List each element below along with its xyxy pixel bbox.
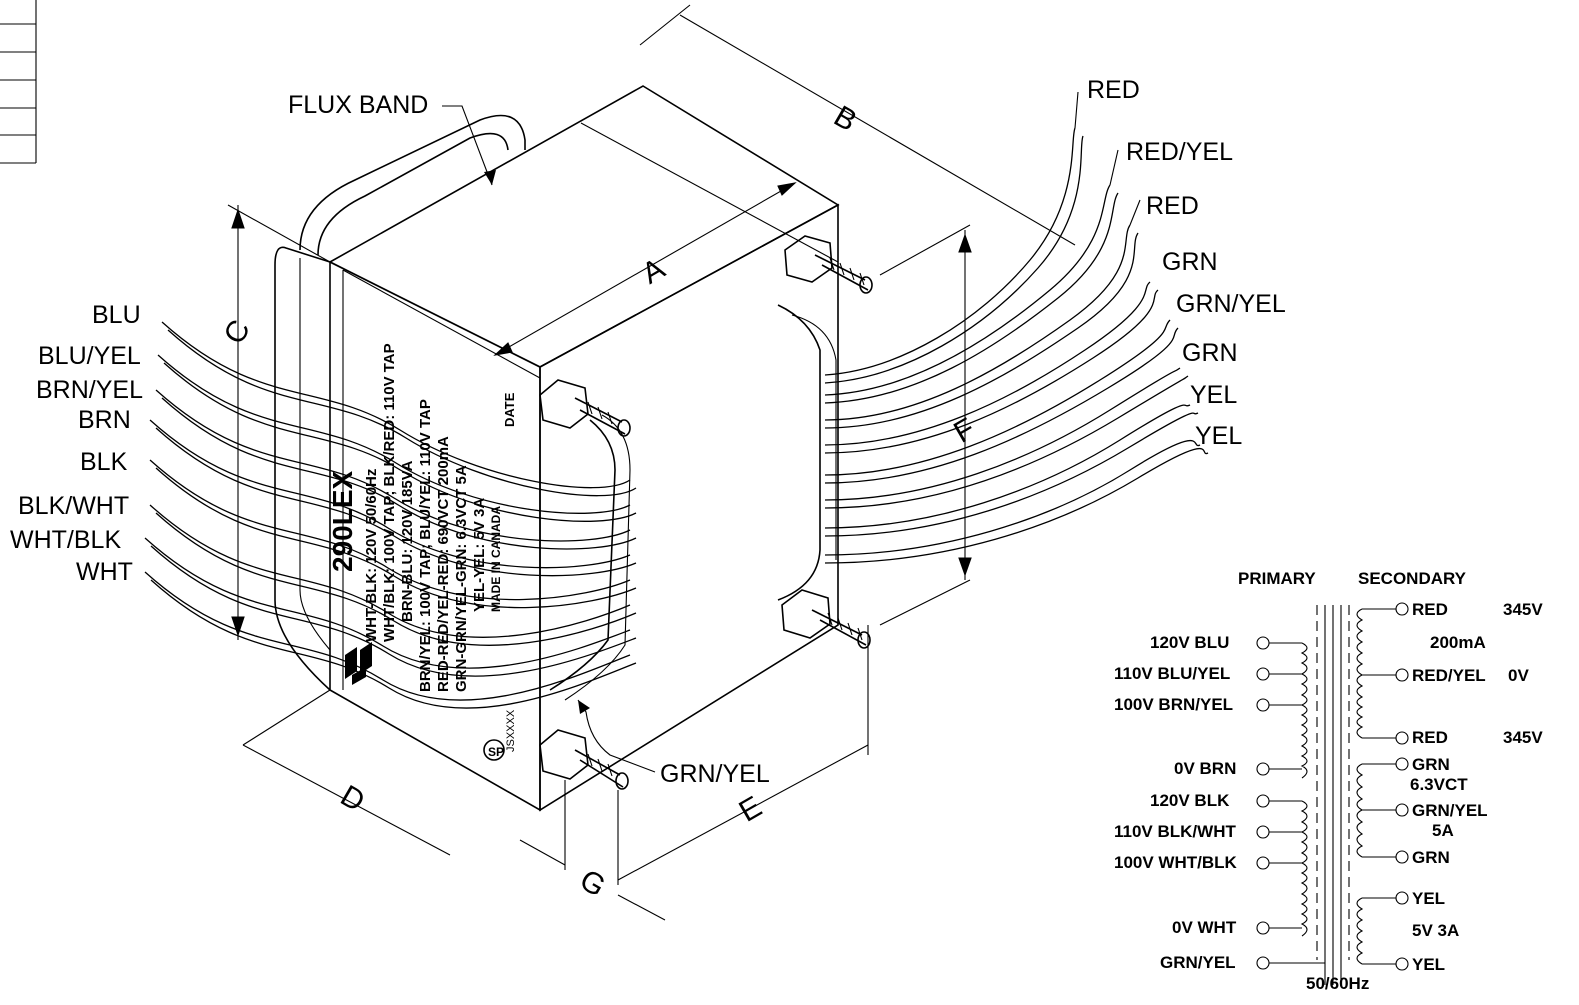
- secondary-tap-8: YEL: [1412, 955, 1445, 974]
- secondary-tap-1: RED: [1412, 600, 1448, 619]
- dim-b: B: [828, 100, 862, 139]
- wire-label-grn-2: GRN: [1182, 339, 1238, 367]
- stud-bottom-front: [539, 729, 629, 790]
- nameplate-date: DATE: [502, 392, 517, 427]
- nameplate-line-7: YEL-YEL: 5V 3A: [471, 498, 488, 612]
- secondary-tap-6: GRN: [1412, 848, 1450, 867]
- nameplate-line-4: BRN/YEL: 100V TAP; BLU/YEL: 110V TAP: [417, 399, 434, 692]
- rating-fil1-current: 5A: [1432, 821, 1454, 840]
- nameplate: 290LEX WHT-BLK: 120V 50/60Hz WHT/BLK: 10…: [327, 343, 517, 692]
- transformer-body: [274, 85, 840, 812]
- flux-band-label: FLUX BAND: [288, 91, 428, 119]
- secondary-tap-2: RED/YEL: [1412, 666, 1486, 685]
- primary-tap-6: 110V BLK/WHT: [1114, 822, 1236, 841]
- flux-band: [299, 114, 526, 251]
- nameplate-line-2: WHT/BLK: 100V TAP; BLK/RED: 110V TAP: [381, 343, 398, 642]
- rating-hv-center: 0V: [1508, 666, 1529, 685]
- schematic-frequency: 50/60Hz: [1306, 974, 1369, 993]
- schematic: PRIMARY SECONDARY 50/60Hz 120V BLU 110V …: [1114, 569, 1543, 993]
- secondary-tap-7: YEL: [1412, 889, 1445, 908]
- rating-fil2: 5V 3A: [1412, 921, 1459, 940]
- title-block-fragment: [0, 0, 37, 164]
- wire-label-red-2: RED: [1146, 192, 1199, 220]
- dim-g: G: [574, 863, 611, 903]
- nameplate-line-8: MADE IN CANADA: [489, 506, 503, 612]
- primary-leads: [144, 321, 637, 709]
- svg-text:SP: SP: [488, 745, 504, 759]
- primary-wire-labels: BLU BLU/YEL BRN/YEL BRN BLK BLK/WHT WHT/…: [10, 301, 143, 586]
- primary-tap-7: 100V WHT/BLK: [1114, 853, 1238, 872]
- secondary-leads: [824, 127, 1209, 564]
- stud-top-front: [539, 379, 631, 437]
- wire-label-yel-2: YEL: [1195, 422, 1242, 450]
- rating-hv-top: 345V: [1503, 600, 1543, 619]
- primary-tap-1: 120V BLU: [1150, 633, 1229, 652]
- primary-tap-2: 110V BLU/YEL: [1114, 664, 1230, 683]
- core-top-face: [328, 85, 840, 368]
- stud-top-right: [784, 235, 873, 294]
- dim-c: C: [218, 314, 257, 349]
- nameplate-line-1: WHT-BLK: 120V 50/60Hz: [363, 469, 380, 642]
- schematic-primary-header: PRIMARY: [1238, 569, 1316, 588]
- rating-fil1-voltage: 6.3VCT: [1410, 775, 1468, 794]
- end-bell: [274, 246, 331, 691]
- wire-label-red-yel: RED/YEL: [1126, 138, 1233, 166]
- stud-bottom-right: [781, 589, 871, 649]
- primary-tap-8: 0V WHT: [1172, 918, 1237, 937]
- nameplate-line-5: RED-RED/YEL-RED: 690VCT 200mA: [435, 436, 452, 692]
- rating-hv-bottom: 345V: [1503, 728, 1543, 747]
- primary-tap-4: 0V BRN: [1174, 759, 1236, 778]
- wire-label-brn: BRN: [78, 406, 131, 434]
- core-right-face: [539, 203, 839, 812]
- wire-label-wht-blk: WHT/BLK: [10, 526, 121, 554]
- schematic-secondary-header: SECONDARY: [1358, 569, 1467, 588]
- wire-label-grn-yel: GRN/YEL: [1176, 290, 1286, 318]
- dim-d: D: [335, 779, 370, 818]
- certification-mark: SP JSXXXX: [483, 709, 517, 761]
- nameplate-product: 290LEX: [327, 471, 358, 572]
- secondary-tap-4: GRN: [1412, 755, 1450, 774]
- secondary-tap-5: GRN/YEL: [1412, 801, 1488, 820]
- wire-label-wht: WHT: [76, 558, 133, 586]
- primary-tap-9: GRN/YEL: [1160, 953, 1236, 972]
- wire-label-blk: BLK: [80, 448, 128, 476]
- primary-tap-3: 100V BRN/YEL: [1114, 695, 1233, 714]
- wire-label-blk-wht: BLK/WHT: [18, 492, 129, 520]
- wire-label-blu-yel: BLU/YEL: [38, 342, 141, 370]
- chassis-lead-label: GRN/YEL: [660, 760, 770, 788]
- wire-label-brn-yel: BRN/YEL: [36, 376, 143, 404]
- wire-label-red-1: RED: [1087, 76, 1140, 104]
- wire-label-grn-1: GRN: [1162, 248, 1218, 276]
- rating-hv-current: 200mA: [1430, 633, 1486, 652]
- secondary-wire-labels: RED RED/YEL RED GRN GRN/YEL GRN YEL YEL: [1074, 76, 1286, 450]
- cert-code: JSXXXX: [505, 709, 517, 752]
- manufacturer-logo: [345, 642, 372, 685]
- wire-label-blu: BLU: [92, 301, 141, 329]
- dim-e: E: [734, 790, 768, 829]
- primary-tap-5: 120V BLK: [1150, 791, 1230, 810]
- wire-label-yel-1: YEL: [1190, 381, 1237, 409]
- secondary-tap-3: RED: [1412, 728, 1448, 747]
- dimension-lines: [227, 4, 1076, 921]
